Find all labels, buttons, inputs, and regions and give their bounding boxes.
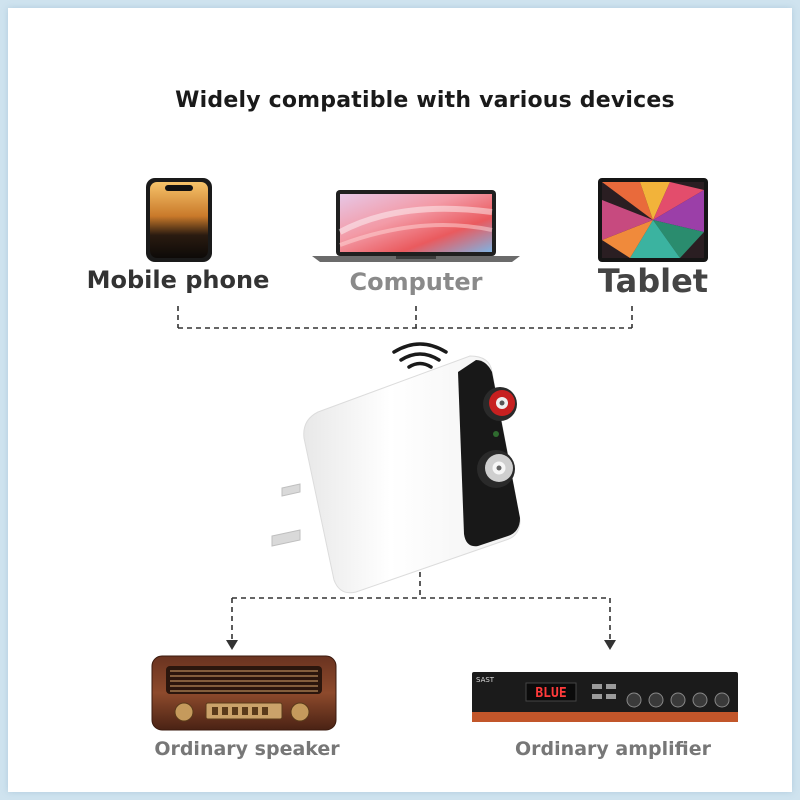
retro-speaker-icon: [151, 655, 337, 731]
amplifier-brand: SAST: [476, 676, 495, 684]
mobile-phone-icon: [146, 178, 212, 262]
bluetooth-receiver-device: [271, 355, 521, 594]
bottom-dashed-connector: [231, 572, 611, 640]
arrow-down-icon: [226, 640, 616, 650]
laptop-icon: [312, 190, 520, 262]
source-label-tablet: Tablet: [597, 262, 709, 300]
source-label-computer: Computer: [349, 268, 483, 296]
tablet-icon: [598, 178, 708, 262]
output-label-speaker: Ordinary speaker: [154, 738, 340, 760]
wireless-signal-icon: [392, 342, 448, 369]
output-label-amplifier: Ordinary amplifier: [515, 738, 711, 760]
top-dashed-connector: [177, 306, 633, 329]
source-label-mobile-phone: Mobile phone: [86, 266, 270, 294]
amplifier-icon: BLUE SAST: [472, 672, 738, 722]
page-title: Widely compatible with various devices: [175, 88, 675, 113]
amplifier-display: BLUE: [535, 686, 566, 701]
